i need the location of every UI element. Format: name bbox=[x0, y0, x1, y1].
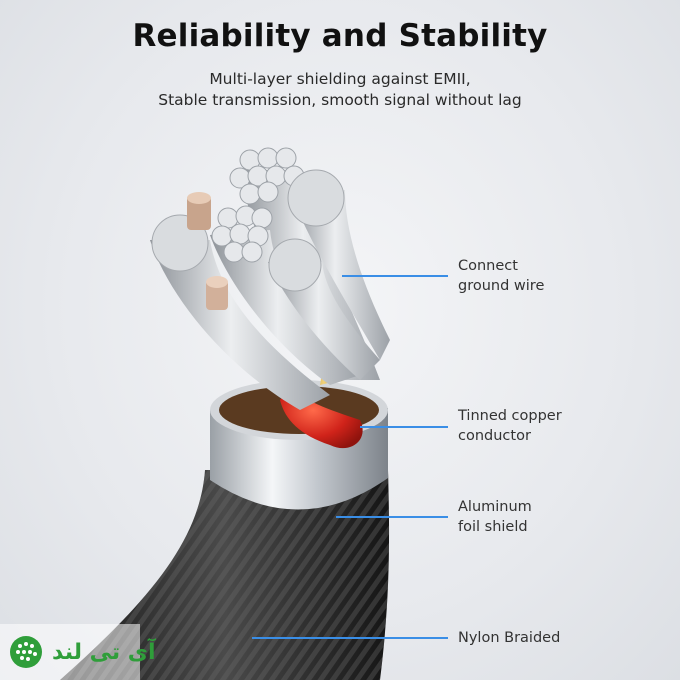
label-ground-line1: Connect bbox=[458, 258, 518, 274]
label-conductor-line1: Tinned copper bbox=[458, 408, 562, 424]
label-conductor: Tinned copper conductor bbox=[458, 406, 562, 446]
logo-text: آی تی لند bbox=[52, 640, 156, 665]
site-logo bbox=[0, 624, 140, 680]
label-ground-wire: Connect ground wire bbox=[458, 256, 544, 296]
wire-end-fine-2 bbox=[287, 169, 345, 227]
label-conductor-line2: conductor bbox=[458, 428, 531, 444]
label-foil-line2: foil shield bbox=[458, 519, 528, 535]
wire-end-top bbox=[229, 147, 305, 205]
callout-line-ground bbox=[342, 275, 448, 277]
label-braid-line1: Nylon Braided bbox=[458, 630, 561, 646]
label-nylon-braided: Nylon Braided bbox=[458, 628, 560, 648]
callout-line-braid bbox=[252, 637, 448, 639]
label-foil-line1: Aluminum bbox=[458, 499, 532, 515]
wire-end-fine-3 bbox=[268, 238, 322, 292]
copper-rod-2 bbox=[206, 280, 228, 310]
copper-rod-1 bbox=[187, 196, 211, 230]
subtitle-line-2: Stable transmission, smooth signal witho… bbox=[158, 91, 522, 109]
page-title: Reliability and Stability bbox=[132, 18, 548, 54]
subtitle-line-1: Multi-layer shielding against EMII, bbox=[209, 70, 471, 88]
label-ground-line2: ground wire bbox=[458, 278, 545, 294]
label-foil-shield: Aluminum foil shield bbox=[458, 497, 532, 537]
callout-line-foil bbox=[336, 516, 448, 518]
callout-line-conductor bbox=[360, 426, 448, 428]
wire-end-left bbox=[211, 205, 273, 263]
